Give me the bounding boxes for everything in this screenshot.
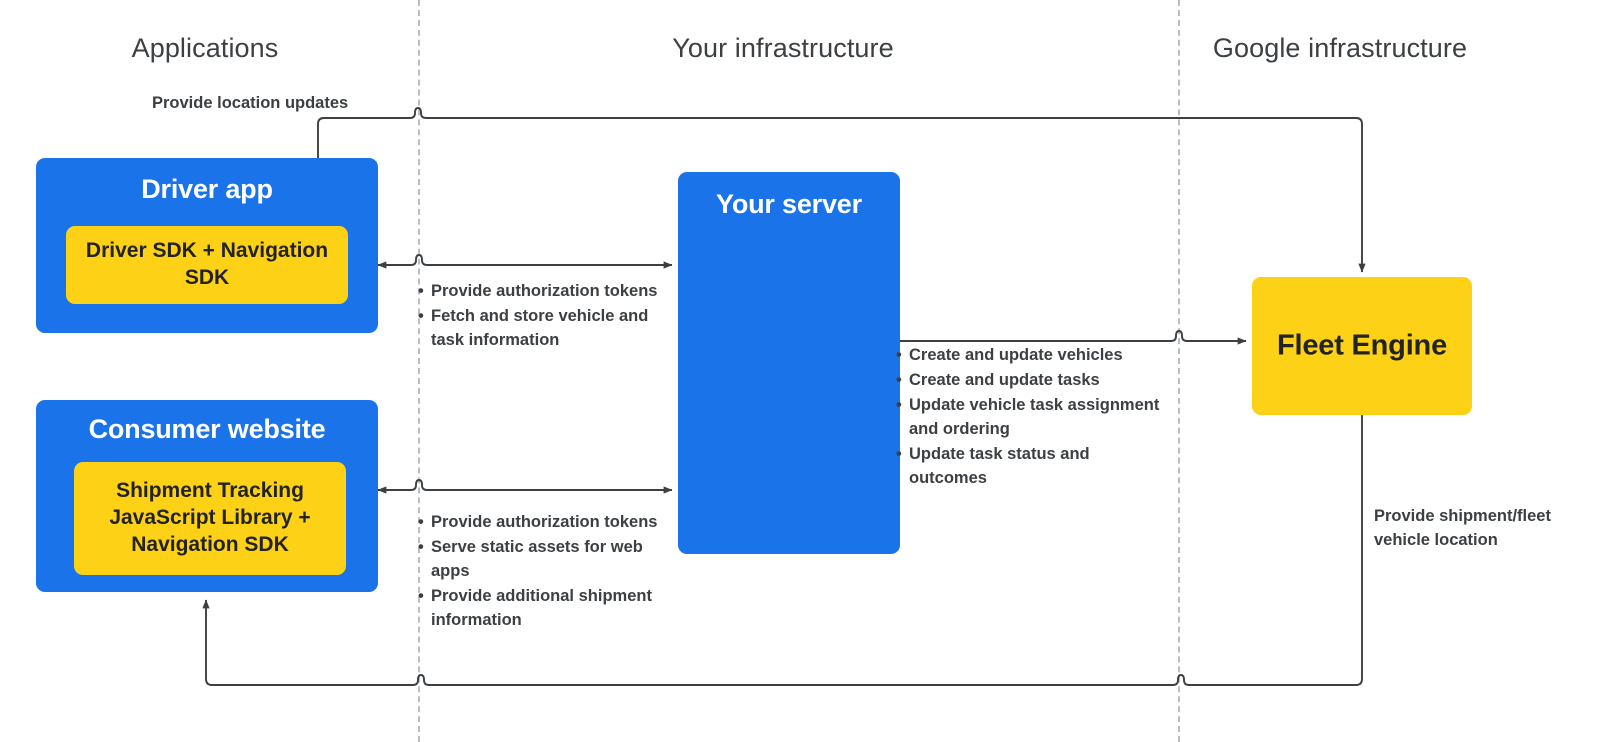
bullet-item: Fetch and store vehicle and task informa… <box>418 304 668 352</box>
node-fleet-engine[interactable]: Fleet Engine <box>1252 277 1472 415</box>
bullet-item: Update vehicle task assignment and order… <box>896 393 1161 441</box>
bullet-item: Serve static assets for web apps <box>418 535 668 583</box>
label-server-to-fleet-bullets: Create and update vehicles Create and up… <box>896 343 1161 491</box>
bullet-item: Provide additional shipment information <box>418 584 668 632</box>
consumer-website-title: Consumer website <box>88 414 326 444</box>
consumer-website-sdk-box[interactable]: Shipment Tracking JavaScript Library + N… <box>74 462 346 575</box>
bullet-item: Create and update vehicles <box>896 343 1161 367</box>
bullet-item: Update task status and outcomes <box>896 442 1161 490</box>
bullet-item: Provide authorization tokens <box>418 510 668 534</box>
driver-app-title: Driver app <box>141 174 273 204</box>
fleet-engine-title: Fleet Engine <box>1276 329 1447 362</box>
your-server-title: Your server <box>716 189 862 219</box>
column-header-your-infrastructure: Your infrastructure <box>672 33 894 63</box>
divider-infrastructure-google <box>1178 0 1180 742</box>
driver-app-sdk-box[interactable]: Driver SDK + Navigation SDK <box>66 226 348 304</box>
column-header-google-infrastructure: Google infrastructure <box>1212 33 1468 63</box>
column-header-applications: Applications <box>131 33 279 63</box>
node-consumer-website[interactable]: Consumer website Shipment Tracking JavaS… <box>36 400 378 592</box>
label-driver-to-server-bullets: Provide authorization tokens Fetch and s… <box>418 279 668 353</box>
label-provide-shipment-fleet-vehicle-location: Provide shipment/fleet vehicle location <box>1374 507 1551 550</box>
node-driver-app[interactable]: Driver app Driver SDK + Navigation SDK <box>36 158 378 333</box>
node-your-server[interactable]: Your server <box>678 172 900 554</box>
edge-your-server-to-fleet-engine <box>886 330 1247 345</box>
divider-applications-infrastructure <box>418 0 420 742</box>
label-consumer-to-server-bullets: Provide authorization tokens Serve stati… <box>418 510 668 633</box>
bullet-item: Provide authorization tokens <box>418 279 668 303</box>
bullet-item: Create and update tasks <box>896 368 1161 392</box>
label-provide-location-updates: Provide location updates <box>152 94 349 112</box>
edge-driver-app-to-your-server <box>377 254 673 269</box>
edge-consumer-website-to-your-server <box>377 479 673 494</box>
